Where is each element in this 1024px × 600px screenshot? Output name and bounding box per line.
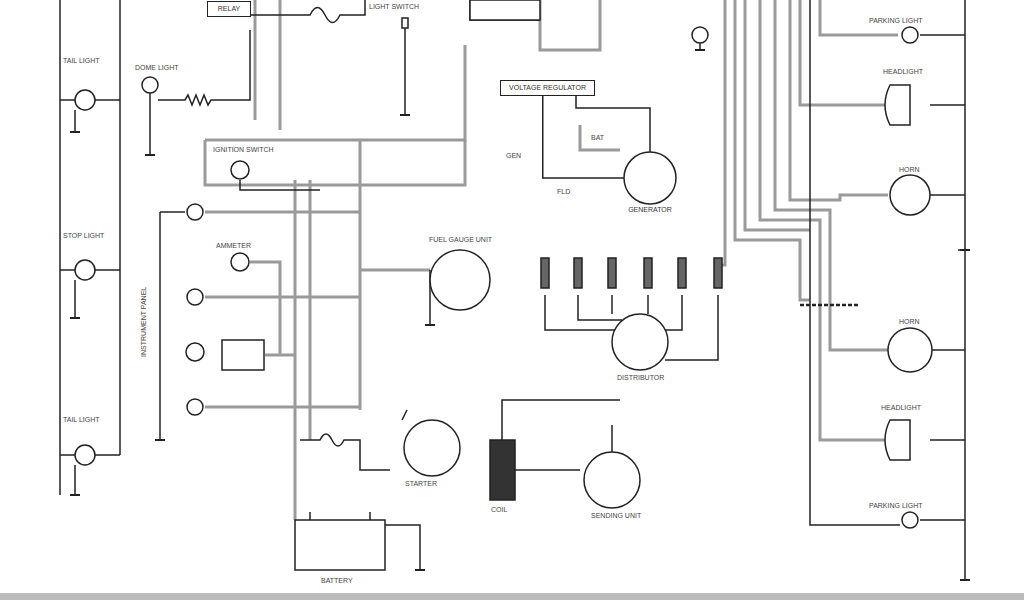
wire-connector [576, 96, 650, 152]
part-label: DOME LIGHT [134, 64, 180, 72]
part-label: LIGHT SWITCH [368, 3, 420, 11]
part-label: BATTERY [320, 577, 354, 585]
node-text: RELAY [213, 5, 245, 13]
part-label: GEN [505, 152, 522, 160]
regulator-box: VOLTAGE REGULATOR [500, 80, 595, 96]
node-text: VOLTAGE REGULATOR [506, 84, 589, 92]
part-label: INSTRUMENT PANEL [140, 286, 148, 358]
part-label: HORN [898, 318, 921, 326]
bottom-band [0, 593, 1024, 600]
part-label: FUEL GAUGE UNIT [428, 236, 493, 244]
part-label: DISTRIBUTOR [616, 374, 665, 382]
component-symbols [75, 0, 932, 570]
black-wires [60, 0, 968, 580]
part-label: PARKING LIGHT [868, 502, 924, 510]
part-label: TAIL LIGHT [62, 57, 101, 65]
generator-circle: GENERATOR [615, 150, 685, 214]
part-label: HEADLIGHT [882, 68, 924, 76]
part-label: SENDING UNIT [590, 512, 642, 520]
relay-box: RELAY [207, 1, 251, 17]
part-label: STOP LIGHT [62, 232, 105, 240]
part-label: PARKING LIGHT [868, 17, 924, 25]
part-label: IGNITION SWITCH [212, 146, 275, 154]
part-label: STARTER [404, 480, 438, 488]
ground-symbols [70, 50, 970, 580]
part-label: TAIL LIGHT [62, 416, 101, 424]
part-label: FLD [556, 188, 571, 196]
part-label: COIL [490, 506, 508, 514]
node-text: GENERATOR [615, 206, 685, 214]
grey-wires [205, 0, 898, 520]
part-label: HEADLIGHT [880, 404, 922, 412]
generator-outline [615, 150, 685, 206]
part-label: HORN [898, 166, 921, 174]
part-label: AMMETER [215, 242, 252, 250]
part-label: BAT [590, 134, 605, 142]
